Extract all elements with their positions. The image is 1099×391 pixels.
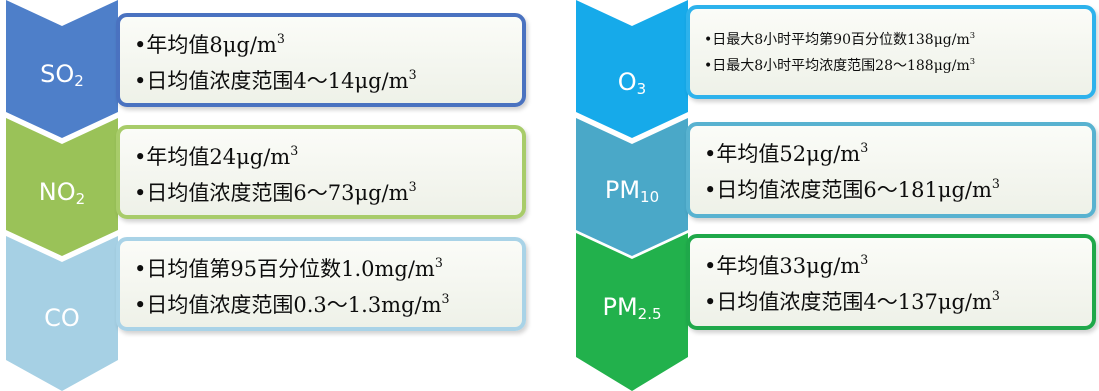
pollutant-chevron: NO2 (6, 118, 118, 256)
stat-line: •日均值浓度范围6～73μg/m3 (134, 179, 417, 205)
pollutant-chevron: PM2.5 (576, 233, 688, 391)
stat-line: •日最大8小时平均第90百分位数138μg/m3 (704, 30, 976, 48)
pollutant-chevron: CO (6, 236, 118, 391)
pollutant-label: PM2.5 (602, 293, 662, 323)
pollutant-panel: •日均值第95百分位数1.0mg/m3 •日均值浓度范围0.3～1.3mg/m3 (116, 237, 526, 331)
pollutant-chevron: PM10 (576, 118, 688, 256)
pollutant-panel: •年均值52μg/m3 •日均值浓度范围6～181μg/m3 (686, 122, 1096, 218)
pollutant-panel: •年均值24μg/m3 •日均值浓度范围6～73μg/m3 (116, 125, 526, 219)
pollutant-panel: •日最大8小时平均第90百分位数138μg/m3 •日最大8小时平均浓度范围28… (686, 5, 1096, 99)
stat-line: •年均值33μg/m3 (704, 252, 869, 278)
stat-line: •日均值浓度范围0.3～1.3mg/m3 (134, 291, 450, 317)
pollutant-label: PM10 (604, 176, 660, 206)
pollutant-label: O3 (617, 68, 647, 98)
pollutant-chevron: O3 (576, 0, 688, 138)
stat-line: •日均值浓度范围6～181μg/m3 (704, 176, 1000, 202)
stat-line: •年均值8μg/m3 (134, 31, 285, 57)
pollutant-panel: •年均值33μg/m3 •日均值浓度范围4～137μg/m3 (686, 234, 1096, 330)
stat-line: •日最大8小时平均浓度范围28～188μg/m3 (704, 56, 976, 74)
stat-line: •日均值第95百分位数1.0mg/m3 (134, 255, 443, 281)
stat-line: •日均值浓度范围4～137μg/m3 (704, 288, 1000, 314)
stat-line: •年均值52μg/m3 (704, 140, 869, 166)
pollutant-chevron: SO2 (6, 0, 118, 138)
stat-line: •年均值24μg/m3 (134, 143, 299, 169)
pollutant-label: NO2 (38, 178, 86, 208)
pollutant-column-right: O3 •日最大8小时平均第90百分位数138μg/m3 •日最大8小时平均浓度范… (576, 0, 1099, 391)
stat-line: •日均值浓度范围4～14μg/m3 (134, 67, 417, 93)
pollutant-label: CO (44, 304, 80, 332)
pollutant-label: SO2 (40, 60, 84, 90)
pollutant-panel: •年均值8μg/m3 •日均值浓度范围4～14μg/m3 (116, 13, 526, 107)
pollutant-column-left: SO2 •年均值8μg/m3 •日均值浓度范围4～14μg/m3 NO2 •年均… (6, 0, 536, 391)
